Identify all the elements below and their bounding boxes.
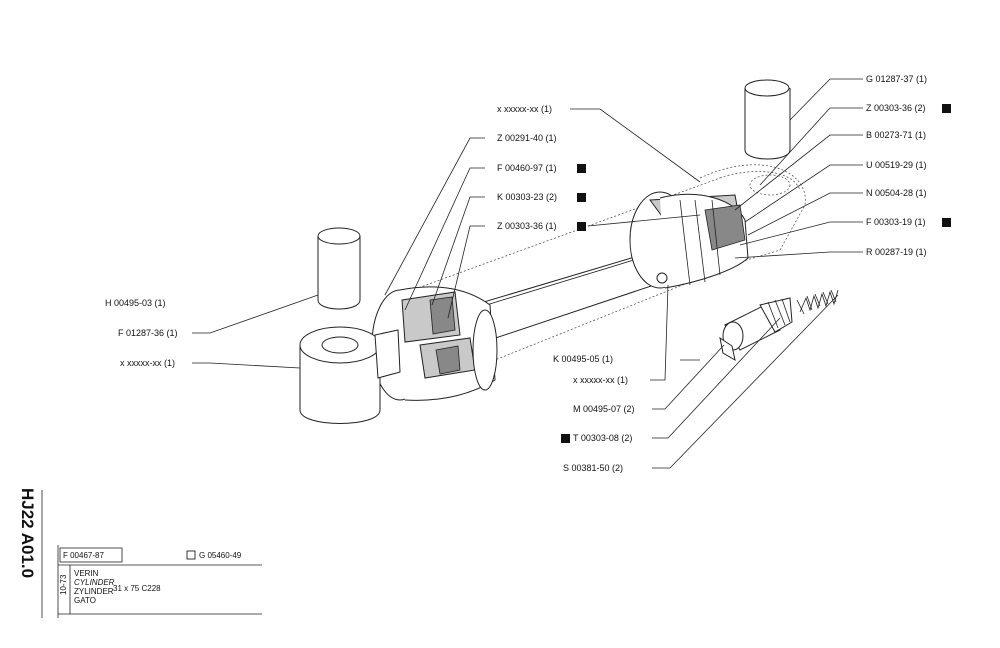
callout-label: F 00303-19 (1) — [866, 217, 926, 227]
valve-cartridge — [719, 297, 793, 362]
callout-label: Z 00291-40 (1) — [497, 133, 557, 143]
callout-label: x xxxxx-xx (1) — [120, 358, 175, 368]
callout-label: M 00495-07 (2) — [573, 404, 635, 414]
bushing-right — [744, 79, 791, 160]
title-ref-left: F 00467-87 — [63, 551, 104, 560]
callout-label: H 00495-03 (1) — [105, 298, 166, 308]
callout-label: Z 00303-36 (2) — [866, 103, 926, 113]
callout-label: G 01287-37 (1) — [866, 74, 927, 84]
marked-square-icon — [577, 222, 586, 231]
drawing-code: HJ22 A01.0 — [18, 488, 37, 578]
spring — [796, 289, 839, 315]
callout-label: F 01287-36 (1) — [118, 328, 178, 338]
callout-label: N 00504-28 (1) — [866, 188, 927, 198]
empty-checkbox-icon — [186, 550, 196, 560]
callout-label: T 00303-08 (2) — [573, 433, 632, 443]
bushing-left — [317, 227, 361, 310]
marked-square-icon — [577, 164, 586, 173]
callout-label: K 00303-23 (2) — [497, 192, 557, 202]
title-spec: 31 x 75 C228 — [113, 584, 161, 593]
marked-square-icon — [942, 218, 951, 227]
title-ref-right: G 05460-49 — [199, 551, 242, 560]
marked-square-icon — [577, 193, 586, 202]
callout-label: K 00495-05 (1) — [553, 354, 613, 364]
callouts-upper: x xxxxx-xx (1) Z 00291-40 (1) F 00460-97… — [497, 104, 586, 231]
callouts-right: G 01287-37 (1) Z 00303-36 (2) B 00273-71… — [866, 74, 951, 257]
piston-head-assembly — [629, 191, 749, 289]
callout-label: Z 00303-36 (1) — [497, 221, 557, 231]
callout-label: B 00273-71 (1) — [866, 130, 926, 140]
drawing-code-text: HJ22 A01.0 — [18, 488, 37, 578]
callout-label: x xxxxx-xx (1) — [573, 375, 628, 385]
callout-label: F 00460-97 (1) — [497, 163, 557, 173]
callout-label: U 00519-29 (1) — [866, 160, 927, 170]
leader-lines — [192, 78, 863, 469]
callouts-left: H 00495-03 (1) F 01287-36 (1) x xxxxx-xx… — [105, 298, 178, 368]
title-name-en: CYLINDER — [74, 578, 115, 587]
rod-end-eye — [299, 326, 401, 424]
callout-label: R 00287-19 (1) — [866, 247, 927, 257]
marked-square-icon — [942, 104, 951, 113]
title-date: 10-73 — [59, 574, 68, 595]
marked-square-icon — [561, 434, 570, 443]
title-name-de: ZYLINDER — [74, 587, 114, 596]
gland-assembly — [371, 286, 498, 401]
callout-label: S 00381-50 (2) — [563, 463, 623, 473]
title-name-es: GATO — [74, 596, 96, 605]
callout-label: x xxxxx-xx (1) — [497, 104, 552, 114]
callouts-bottom: K 00495-05 (1) x xxxxx-xx (1) M 00495-07… — [553, 354, 635, 473]
title-block: F 00467-87 G 05460-49 10-73 VERIN CYLIND… — [41, 490, 262, 618]
title-name-fr: VERIN — [74, 569, 99, 578]
